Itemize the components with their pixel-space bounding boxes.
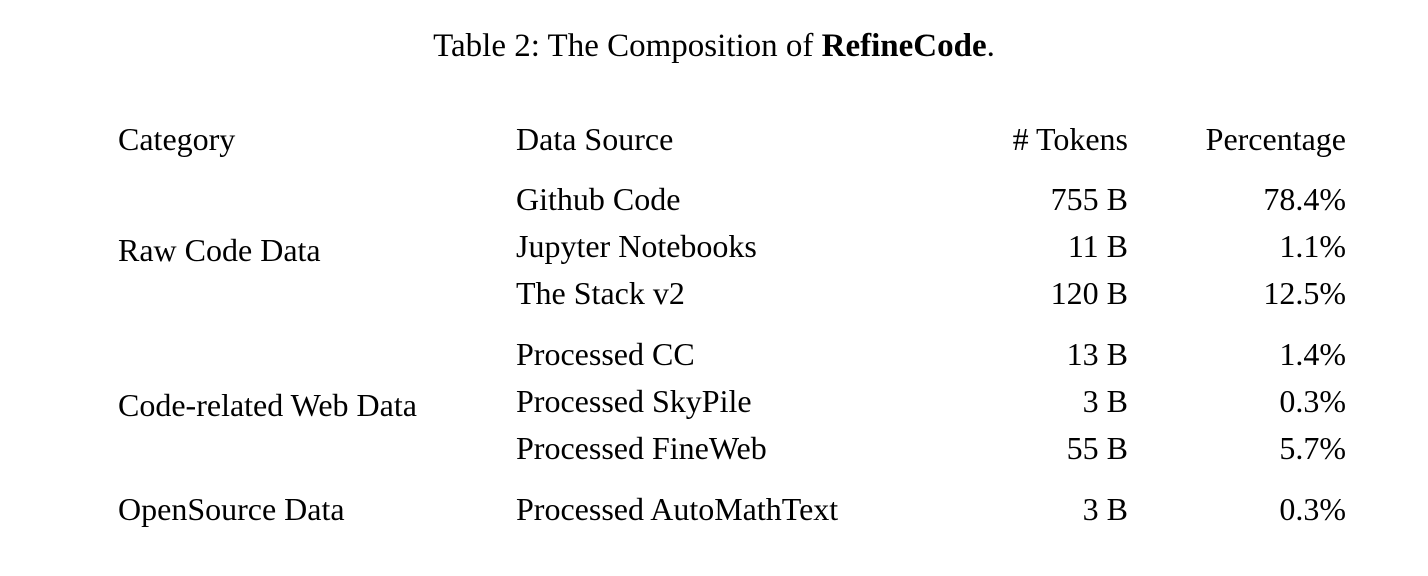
table-group-opensource-data: OpenSource Data Processed AutoMathText 3… — [118, 480, 1346, 541]
column-header-data-source: Data Source — [516, 121, 674, 157]
composition-table-container: Category Data Source # Tokens Percentage… — [118, 108, 1346, 541]
cell-tokens: 3 B — [1082, 383, 1128, 419]
cell-percentage: 0.3% — [1279, 383, 1346, 419]
column-header-percentage: Percentage — [1205, 121, 1346, 157]
cell-tokens: 755 B — [1050, 181, 1128, 217]
table-caption: Table 2: The Composition of RefineCode. — [0, 26, 1428, 66]
table-header: Category Data Source # Tokens Percentage — [118, 108, 1346, 170]
cell-percentage: 5.7% — [1279, 430, 1346, 466]
table-row: The Stack v2 120 B 12.5% — [118, 270, 1346, 325]
cell-category: OpenSource Data — [118, 491, 345, 527]
cell-tokens: 13 B — [1066, 336, 1128, 372]
cell-data-source: Processed AutoMathText — [516, 491, 839, 527]
cell-data-source: Processed CC — [516, 336, 695, 372]
cell-tokens: 120 B — [1050, 275, 1128, 311]
table-row: OpenSource Data Processed AutoMathText 3… — [118, 480, 1346, 541]
cell-percentage: 1.4% — [1279, 336, 1346, 372]
table-row: Processed FineWeb 55 B 5.7% — [118, 425, 1346, 480]
cell-data-source: Github Code — [516, 181, 681, 217]
table-group-raw-code-data: Raw Code Data Github Code 755 B 78.4% Ju… — [118, 170, 1346, 325]
table-header-row: Category Data Source # Tokens Percentage — [118, 108, 1346, 170]
table-group-code-related-web-data: Code-related Web Data Processed CC 13 B … — [118, 325, 1346, 480]
caption-prefix: Table 2: The Composition of — [433, 28, 822, 64]
column-header-tokens: # Tokens — [1012, 121, 1128, 157]
column-header-category: Category — [118, 121, 236, 157]
cell-data-source: Processed FineWeb — [516, 430, 767, 466]
table-row: Jupyter Notebooks 11 B 1.1% — [118, 223, 1346, 270]
cell-tokens: 3 B — [1082, 491, 1128, 527]
cell-percentage: 78.4% — [1263, 181, 1346, 217]
cell-data-source: The Stack v2 — [516, 275, 685, 311]
cell-tokens: 55 B — [1066, 430, 1128, 466]
table-row: Raw Code Data Github Code 755 B 78.4% — [118, 170, 1346, 268]
cell-percentage: 0.3% — [1279, 491, 1346, 527]
cell-category: Code-related Web Data — [118, 387, 417, 423]
cell-data-source: Jupyter Notebooks — [516, 228, 757, 264]
table-row: Code-related Web Data Processed CC 13 B … — [118, 325, 1346, 423]
table-row: Processed SkyPile 3 B 0.3% — [118, 378, 1346, 425]
cell-percentage: 1.1% — [1279, 228, 1346, 264]
cell-category: Raw Code Data — [118, 232, 321, 268]
cell-data-source: Processed SkyPile — [516, 383, 752, 419]
caption-emphasis: RefineCode — [821, 28, 987, 64]
cell-percentage: 12.5% — [1263, 275, 1346, 311]
composition-table: Category Data Source # Tokens Percentage… — [118, 108, 1346, 541]
caption-suffix: . — [986, 28, 995, 64]
cell-tokens: 11 B — [1067, 228, 1128, 264]
